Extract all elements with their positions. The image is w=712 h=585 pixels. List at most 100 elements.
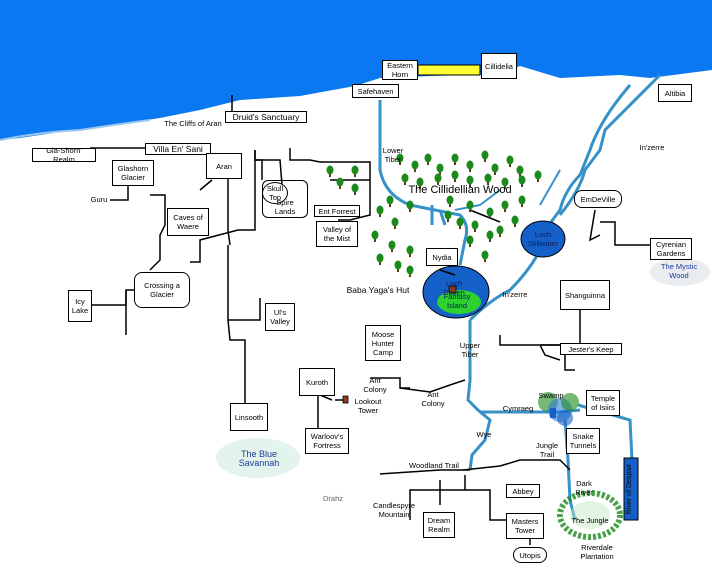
tree-icon — [434, 173, 442, 185]
label-lookout-tower: Lookout Tower — [354, 397, 382, 415]
place-abbey[interactable]: Abbey — [506, 484, 540, 498]
tree-icon — [394, 260, 402, 272]
stream-2 — [539, 169, 561, 206]
mist-areas — [216, 258, 710, 478]
tree-icon — [486, 207, 494, 219]
label-cliffs-of-aran: The Cliffs of Aran — [164, 119, 222, 128]
label-the-mystic-wood: The Mystic Wood — [660, 262, 698, 280]
label-inzerre-lower: In'zerre — [502, 290, 528, 299]
label-ant-colony-1: Ant Colony — [363, 376, 387, 394]
tree-icon — [516, 165, 524, 177]
place-utopis[interactable]: Utopis — [513, 547, 547, 563]
label-swamp: Swamp — [538, 391, 564, 400]
label-cillidellian-wood: The Cillidellian Wood — [408, 184, 512, 196]
label-inzerre-upper: In'zerre — [639, 143, 665, 152]
place-aran[interactable]: Aran — [206, 153, 242, 179]
roads — [90, 95, 650, 545]
place-eastern-horn[interactable]: Eastern Horn — [382, 60, 418, 80]
tree-icon — [466, 200, 474, 212]
rivers — [378, 73, 662, 521]
place-masters-tower[interactable]: Masters Tower — [506, 513, 544, 539]
place-glashorn-glacier[interactable]: Glashorn Glacier — [112, 160, 154, 186]
tree-icon — [386, 195, 394, 207]
tree-icon — [406, 245, 414, 257]
tree-icon — [501, 177, 509, 189]
tree-icon — [496, 225, 504, 237]
place-cillidelia[interactable]: Cillidelia — [481, 53, 517, 79]
place-shanguinna[interactable]: Shanguinna — [560, 280, 610, 310]
label-lower-tiber: Lower Tiber — [382, 146, 404, 164]
tree-icon — [391, 217, 399, 229]
tree-icon — [486, 230, 494, 242]
place-caves-of-waere[interactable]: Caves of Waere — [167, 208, 209, 236]
tree-icon — [456, 217, 464, 229]
place-icy-lake[interactable]: Icy Lake — [68, 290, 92, 322]
place-dream-realm[interactable]: Dream Realm — [423, 512, 455, 538]
sea — [0, 0, 712, 140]
label-loch-stillwater: Loch Stillwater — [527, 230, 559, 248]
place-crossing-a-glacier[interactable]: Crossing a Glacier — [134, 272, 190, 308]
tree-icon — [376, 253, 384, 265]
tree-icon — [351, 165, 359, 177]
bridge — [417, 64, 481, 76]
tree-icon — [481, 250, 489, 262]
tree-icon — [436, 163, 444, 175]
tree-icon — [451, 153, 459, 165]
fantasy-island — [437, 290, 481, 314]
place-emdeville[interactable]: EmDeVille — [574, 190, 622, 208]
lookout-tower-icon — [342, 395, 349, 404]
label-cymraeg: Cymraeg — [502, 404, 534, 413]
tree-icon — [466, 175, 474, 187]
tree-icon — [471, 220, 479, 232]
jungle-area — [557, 490, 623, 540]
loch-stillwater — [520, 220, 566, 258]
place-safehaven[interactable]: Safehaven — [352, 84, 399, 98]
tree-icon — [424, 153, 432, 165]
baba-yagas-hut-icon — [448, 285, 457, 294]
tree-icon — [446, 195, 454, 207]
place-moose-hunter-camp[interactable]: Moose Hunter Camp — [365, 325, 401, 361]
tree-icon — [466, 235, 474, 247]
tree-icon — [406, 265, 414, 277]
tree-icon — [406, 200, 414, 212]
place-nydia[interactable]: Nydia — [426, 248, 458, 266]
tree-icon — [351, 183, 359, 195]
tree-icon — [326, 165, 334, 177]
place-jesters-keep[interactable]: Jester's Keep — [560, 343, 622, 355]
tree-icon — [501, 200, 509, 212]
label-drahz: Drahz — [322, 494, 343, 503]
tree-icon — [491, 163, 499, 175]
place-druids-sanctuary[interactable]: Druid's Sanctuary — [225, 111, 307, 123]
label-woodland-trail: Woodland Trail — [409, 461, 459, 470]
label-dark-river: Dark River — [575, 479, 593, 497]
river-of-despair-label: River of Despair — [626, 463, 633, 514]
place-ent-forrest[interactable]: Ent Forrest — [314, 205, 360, 217]
place-gla-shorn-realm[interactable]: Gla-Shorn' Realm — [32, 146, 96, 164]
place-uls-valley[interactable]: Ul's Valley — [265, 303, 295, 331]
tree-icon — [466, 160, 474, 172]
trees — [326, 150, 542, 277]
place-villa-en-sani[interactable]: Villa En' Sani — [145, 143, 211, 155]
place-temple-of-isiirs[interactable]: Temple of Isiirs — [586, 390, 620, 416]
place-kuroth[interactable]: Kuroth — [299, 368, 335, 396]
tree-icon — [511, 215, 519, 227]
tree-icon — [401, 173, 409, 185]
place-snake-tunnels[interactable]: Snake Tunnels — [566, 428, 600, 454]
label-fantasy-island: Fantasy Island — [443, 292, 471, 310]
river-of-despair-box — [623, 457, 639, 521]
tree-icon — [336, 177, 344, 189]
label-the-blue-savannah: The Blue Savannah — [238, 449, 280, 468]
place-cyrenian-gardens[interactable]: Cyrenian Gardens — [650, 238, 692, 260]
place-warloovs-fortress[interactable]: Warloov's Fortress — [305, 428, 349, 454]
tree-icon — [534, 170, 542, 182]
place-linsooth[interactable]: Linsooth — [230, 403, 268, 431]
place-altibia[interactable]: Altibia — [658, 84, 692, 102]
stream — [454, 189, 501, 211]
label-guru: Guru — [90, 195, 108, 204]
label-candlespyre-mountain: Candlespyre Mountain — [372, 501, 416, 519]
tree-icon — [451, 170, 459, 182]
place-spire-lands[interactable]: Spire Lands — [262, 180, 308, 218]
label-the-jungle: The Jungle — [571, 516, 609, 525]
place-valley-of-the-mist[interactable]: Valley of the Mist — [316, 221, 358, 247]
